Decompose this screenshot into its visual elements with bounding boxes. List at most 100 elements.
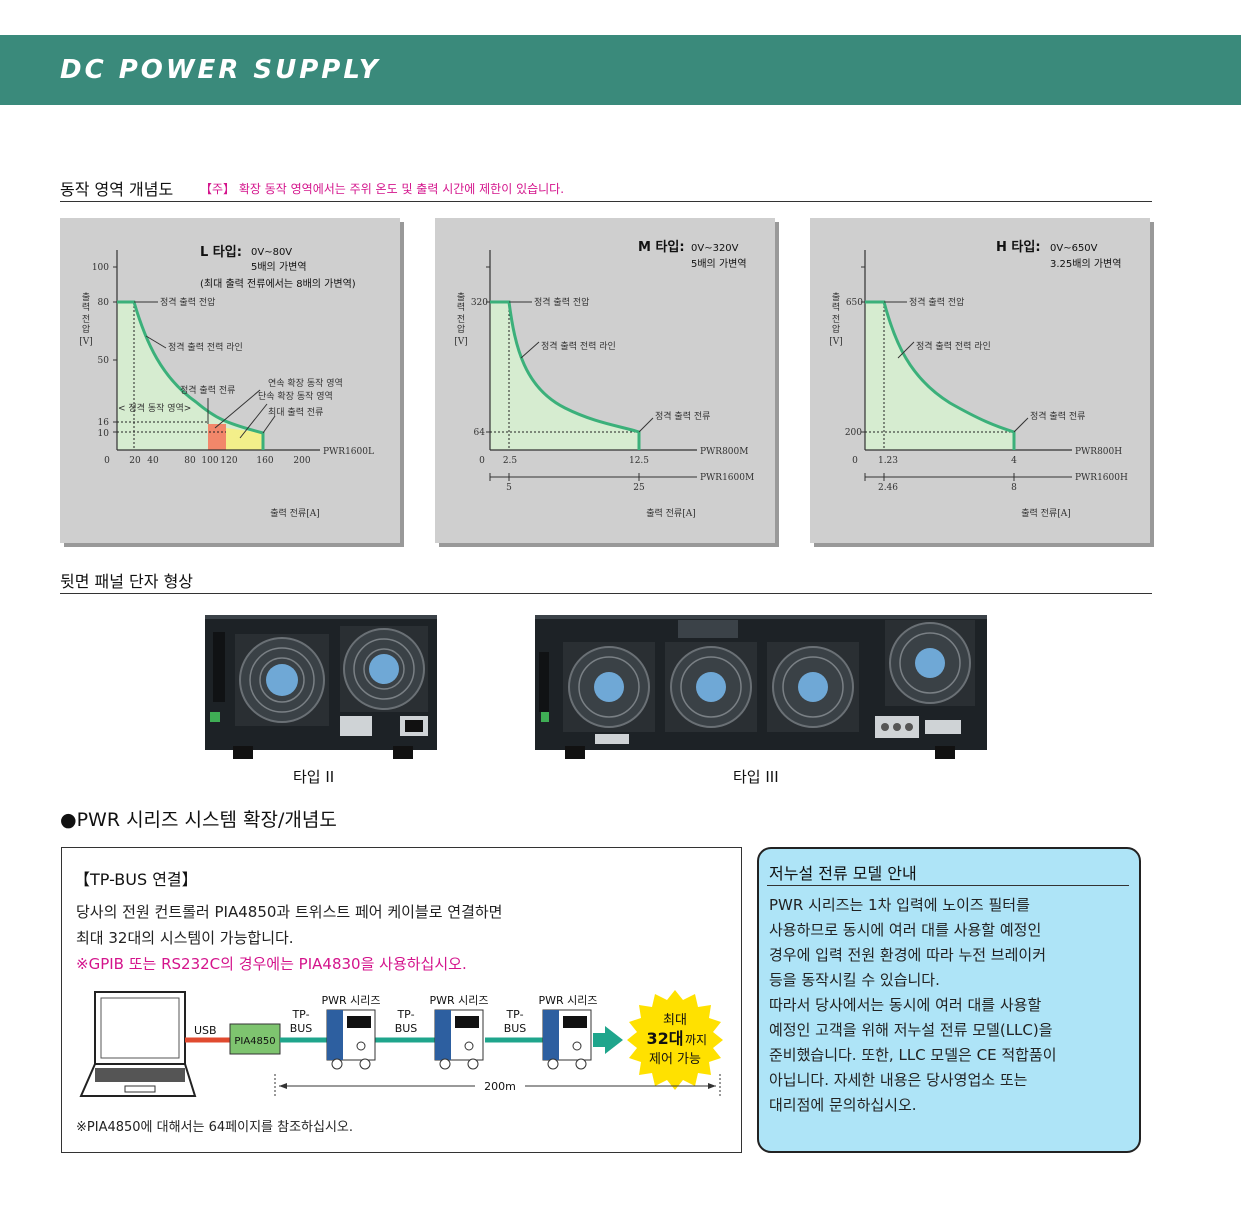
burst-text-until: 까지 bbox=[685, 1033, 707, 1047]
y-tick-label: 50 bbox=[98, 356, 110, 366]
x-tick-label: 2.46 bbox=[878, 483, 898, 493]
chart-l-variable-range-max: (최대 출력 전류에서는 8배의 가변역) bbox=[200, 278, 356, 290]
continuous-ext-area bbox=[208, 424, 226, 450]
chart-h-range: 0V~650V bbox=[1050, 243, 1098, 254]
y-tick-label: 16 bbox=[98, 418, 110, 428]
section-operating-area-title: 동작 영역 개념도 bbox=[60, 180, 174, 199]
distance-label: 200m bbox=[484, 1080, 516, 1093]
tp-bus-label: TP- bbox=[505, 1008, 523, 1021]
chart-m-range: 0V~320V bbox=[691, 243, 739, 254]
system-diagram: USB PIA4850 TP- BUS TP- BUS TP- BUS PWR … bbox=[75, 988, 735, 1100]
operating-area-note: 【주】 확장 동작 영역에서는 주위 온도 및 출력 시간에 제한이 있습니다. bbox=[200, 182, 565, 196]
pia4850-label: PIA4850 bbox=[234, 1036, 275, 1047]
y-axis-label-char: 출 bbox=[832, 292, 840, 303]
continuous-ext-label: 연속 확장 동작 영역 bbox=[268, 377, 343, 389]
rated-current-label: 정격 출력 전류 bbox=[1030, 410, 1085, 422]
rated-voltage-label: 정격 출력 전압 bbox=[160, 296, 215, 308]
rated-current-label: 정격 출력 전류 bbox=[180, 384, 235, 396]
tp-bus-label: BUS bbox=[290, 1022, 313, 1035]
x-tick-label: 1.23 bbox=[878, 456, 898, 466]
x-tick-label: 20 bbox=[129, 456, 141, 466]
x-tick-label: 0 bbox=[852, 456, 858, 466]
expansion-arrow-icon bbox=[593, 1026, 623, 1054]
burst-text-count: 32대 bbox=[647, 1029, 684, 1048]
model-label: PWR800H bbox=[1075, 447, 1122, 457]
rated-area-fill bbox=[490, 302, 639, 450]
x-tick-label: 80 bbox=[184, 456, 196, 466]
starburst-badge bbox=[627, 990, 723, 1090]
y-axis-label-char: 전 bbox=[832, 314, 840, 325]
chart-l-variable-range: 5배의 가변역 bbox=[251, 261, 307, 273]
x-tick-label: 8 bbox=[1011, 483, 1017, 493]
burst-text-max: 최대 bbox=[663, 1013, 687, 1028]
x-axis-label: 출력 전류[A] bbox=[270, 507, 320, 519]
x-axis-label: 출력 전류[A] bbox=[1021, 507, 1071, 519]
x-tick-label: 25 bbox=[633, 483, 645, 493]
y-axis-label-char: 력 bbox=[457, 301, 465, 313]
model-label: PWR1600L bbox=[323, 447, 374, 457]
short-ext-area bbox=[226, 428, 263, 450]
y-tick-label: 320 bbox=[471, 298, 488, 308]
llc-line: 사용하므로 동시에 여러 대를 사용할 예정인 bbox=[769, 921, 1042, 939]
rated-power-curve bbox=[117, 300, 265, 450]
y-axis-label-char: 압 bbox=[82, 323, 90, 335]
tp-bus-line2: 최대 32대의 시스템이 가능합니다. bbox=[76, 929, 294, 947]
section-divider bbox=[60, 593, 1152, 594]
rated-area-label: < 정격 동작 영역> bbox=[118, 402, 191, 414]
llc-line: 등을 동작시킬 수 있습니다. bbox=[769, 971, 940, 989]
usb-label: USB bbox=[194, 1024, 217, 1037]
chart-l-range: 0V~80V bbox=[251, 247, 292, 258]
model-label: PWR800M bbox=[700, 447, 748, 457]
llc-title: 저누설 전류 모델 안내 bbox=[769, 864, 917, 883]
tp-bus-heading: 【TP-BUS 연결】 bbox=[74, 870, 198, 889]
x-tick-label: 4 bbox=[1011, 456, 1017, 466]
x-tick-label: 100 bbox=[201, 456, 218, 466]
y-tick-label: 650 bbox=[846, 298, 863, 308]
pwr-unit: PWR 시리즈 bbox=[538, 994, 598, 1070]
x-tick-label: 0 bbox=[104, 456, 110, 466]
x-tick-label: 120 bbox=[220, 456, 237, 466]
pwr-series-label: PWR 시리즈 bbox=[538, 994, 597, 1007]
x-tick-label: 40 bbox=[147, 456, 159, 466]
llc-line: 경우에 입력 전원 환경에 따라 누전 브레이커 bbox=[769, 946, 1047, 964]
rated-power-curve bbox=[865, 300, 1016, 450]
x-tick-label: 5 bbox=[506, 483, 512, 493]
burst-text-control: 제어 가능 bbox=[649, 1052, 701, 1067]
max-current-label: 최대 출력 전류 bbox=[268, 406, 323, 418]
short-ext-label: 단속 확장 동작 영역 bbox=[258, 390, 333, 402]
llc-divider bbox=[767, 885, 1129, 886]
section-rear-panel-title: 뒷면 패널 단자 형상 bbox=[60, 572, 194, 591]
chart-l-type: L 타입: 0V~80V 5배의 가변역 (최대 출력 전류에서는 8배의 가변… bbox=[60, 218, 400, 543]
y-axis-label-char: 출 bbox=[457, 292, 465, 303]
y-axis-label-char: 전 bbox=[457, 314, 465, 325]
type2-caption: 타입 II bbox=[293, 768, 335, 786]
x-tick-label: 12.5 bbox=[629, 456, 649, 466]
chart-l-type-title: L 타입: bbox=[200, 244, 242, 260]
x-tick-label: 200 bbox=[293, 456, 310, 466]
model-label: PWR1600H bbox=[1075, 473, 1128, 483]
llc-info-box: 저누설 전류 모델 안내 PWR 시리즈는 1차 입력에 노이즈 필터를 사용하… bbox=[757, 847, 1141, 1153]
type3-caption: 타입 III bbox=[733, 768, 779, 786]
model-label: PWR1600M bbox=[700, 473, 754, 483]
pwr-unit: PWR 시리즈 bbox=[321, 994, 381, 1070]
laptop-icon bbox=[79, 991, 197, 1097]
rated-power-line-label: 정격 출력 전력 라인 bbox=[168, 341, 243, 353]
pwr-series-label: PWR 시리즈 bbox=[429, 994, 488, 1007]
rated-area-fill bbox=[117, 302, 263, 450]
llc-line: 대리점에 문의하십시오. bbox=[769, 1096, 917, 1114]
section-system-title: ●PWR 시리즈 시스템 확장/개념도 bbox=[60, 809, 337, 831]
x-tick-label: 160 bbox=[256, 456, 273, 466]
pwr-series-label: PWR 시리즈 bbox=[321, 994, 380, 1007]
rated-power-line-label: 정격 출력 전력 라인 bbox=[916, 340, 991, 352]
header-title: DC POWER SUPPLY bbox=[60, 55, 381, 85]
y-tick-label: 64 bbox=[474, 428, 486, 438]
y-axis-label-char: 출 bbox=[82, 292, 90, 303]
pwr-unit: PWR 시리즈 bbox=[429, 994, 489, 1070]
rear-panel-type2-image bbox=[205, 612, 437, 760]
chart-m-type-title: M 타입: bbox=[638, 239, 685, 255]
y-axis-unit: [V] bbox=[454, 337, 468, 347]
x-axis-label: 출력 전류[A] bbox=[646, 507, 696, 519]
tp-bus-label: BUS bbox=[395, 1022, 418, 1035]
header-banner: DC POWER SUPPLY bbox=[0, 35, 1241, 105]
y-tick-label: 200 bbox=[845, 428, 862, 438]
